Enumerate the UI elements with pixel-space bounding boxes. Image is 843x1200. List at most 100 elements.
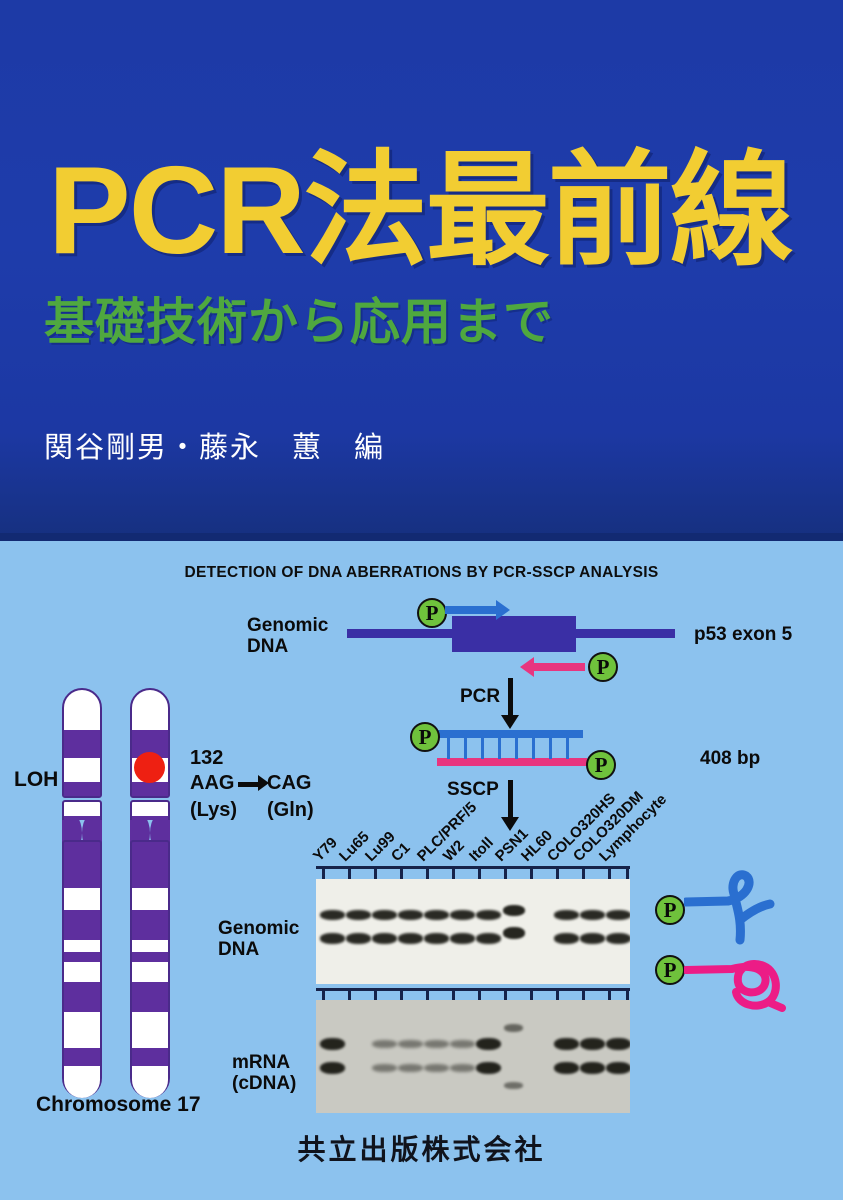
p53-exon-box [452,616,576,652]
gel-lane-tick [348,991,351,1004]
sscp-step-label: SSCP [447,779,499,800]
forward-primer-arrow [445,600,510,620]
phosphate-icon: P [417,598,447,628]
gel-lane-tick [478,991,481,1004]
gel-lane-tick [322,869,325,882]
gel-lane-tick [322,991,325,1004]
gel1-label: Genomic DNA [218,918,300,961]
chromosome-q-arm [130,840,170,1098]
chromosome-band [132,888,168,910]
gel-band [346,910,371,920]
genomic-dna-label: Genomic DNA [247,615,329,658]
reverse-primer-arrow [520,657,585,677]
gel-lane-tick [452,991,455,1004]
gel-band [372,910,397,920]
chromosome-mutant [130,688,170,1098]
chromosome-band [64,730,100,758]
gel-lane-ticks-top [316,866,630,882]
gel-lane-tick [426,991,429,1004]
pcr-step-label: PCR [460,686,501,707]
gel-panel-genomic-dna [316,879,630,984]
chromosome-caption: Chromosome 17 [36,1093,201,1116]
chromosome-band [64,888,100,910]
gel-band [554,1062,579,1074]
base-pair-rung [566,738,569,759]
duplex-top-strand [437,730,583,738]
gel-band [504,1024,523,1032]
chromosome-band [64,1012,100,1048]
chromosome-band [64,782,100,796]
gel-band [450,910,475,920]
gel-lane-tick [608,991,611,1004]
gel-band [424,910,449,920]
gel-lane-tick [452,869,455,882]
chromosome-band [64,962,100,982]
gel-band [320,933,345,944]
gel-band [606,1062,630,1074]
chromosome-q-arm [62,840,102,1098]
gel-lane-tick [504,991,507,1004]
gel-lane-tick [556,991,559,1004]
codon-from-label: AAG [190,772,235,794]
single-strand-conformer-blue-icon [684,870,775,945]
phosphate-icon: P [586,750,616,780]
gel-lane-tick [556,869,559,882]
base-pair-rung [549,738,552,759]
gel-lane-tick [582,991,585,1004]
mutation-arrowhead-icon [258,775,269,791]
base-pair-rung [447,738,450,759]
gel-band [450,1064,475,1072]
chromosome-band [132,1066,168,1098]
gel-band [580,910,605,920]
gel-band [398,910,423,920]
codon-to-label: CAG [267,772,312,794]
loh-label: LOH [14,768,59,791]
gel-band [320,1062,345,1074]
gel-lane-tick [374,869,377,882]
gel-band [504,1082,523,1089]
phosphate-icon: P [410,722,440,752]
base-pair-rung [532,738,535,759]
phosphate-icon: P [655,895,685,925]
page-subtitle: 基礎技術から応用まで [44,294,554,350]
gel-band [476,933,501,944]
chromosome-band [64,940,100,952]
gel-band [424,1064,449,1072]
gel-band [450,933,475,944]
chromosome-p-arm [62,688,102,798]
gel-band [476,910,501,920]
base-pair-rung [515,738,518,759]
author-line: 関谷剛男・藤永 蕙 編 [44,432,386,464]
gel-lane-tick [530,991,533,1004]
gel-band [476,1038,501,1050]
mutation-arrow-icon [238,782,260,787]
gel-band [320,1038,345,1050]
chromosome-band [132,1012,168,1048]
chromosome-band [64,1066,100,1098]
gel2-label: mRNA (cDNA) [232,1052,297,1095]
gel-band [503,905,525,916]
gel-panel-mrna-cdna [316,1000,630,1113]
figure-header: DETECTION OF DNA ABERRATIONS BY PCR-SSCP… [184,564,659,581]
chromosome-normal [62,688,102,1098]
aa-to-label: (Gln) [267,799,314,821]
gel-band [580,1038,605,1050]
gel-band [554,933,579,944]
page-title: PCR法最前線 [48,142,794,280]
p53-exon-label: p53 exon 5 [694,624,793,645]
gel-band [450,1040,475,1048]
gel-band [372,1040,397,1048]
gel-band [606,910,630,920]
publisher-name: 共立出版株式会社 [297,1135,546,1166]
gel-lane-tick [530,869,533,882]
gel-band [372,1064,397,1072]
gel-band [346,933,371,944]
gel-lane-tick [478,869,481,882]
single-strand-conformer-pink-icon [684,960,786,1012]
gel-lane-tick [626,991,629,1004]
phosphate-icon: P [588,652,618,682]
gel-band [580,933,605,944]
pcr-arrow [501,678,519,729]
base-pair-rung [464,738,467,759]
phosphate-icon: P [655,955,685,985]
